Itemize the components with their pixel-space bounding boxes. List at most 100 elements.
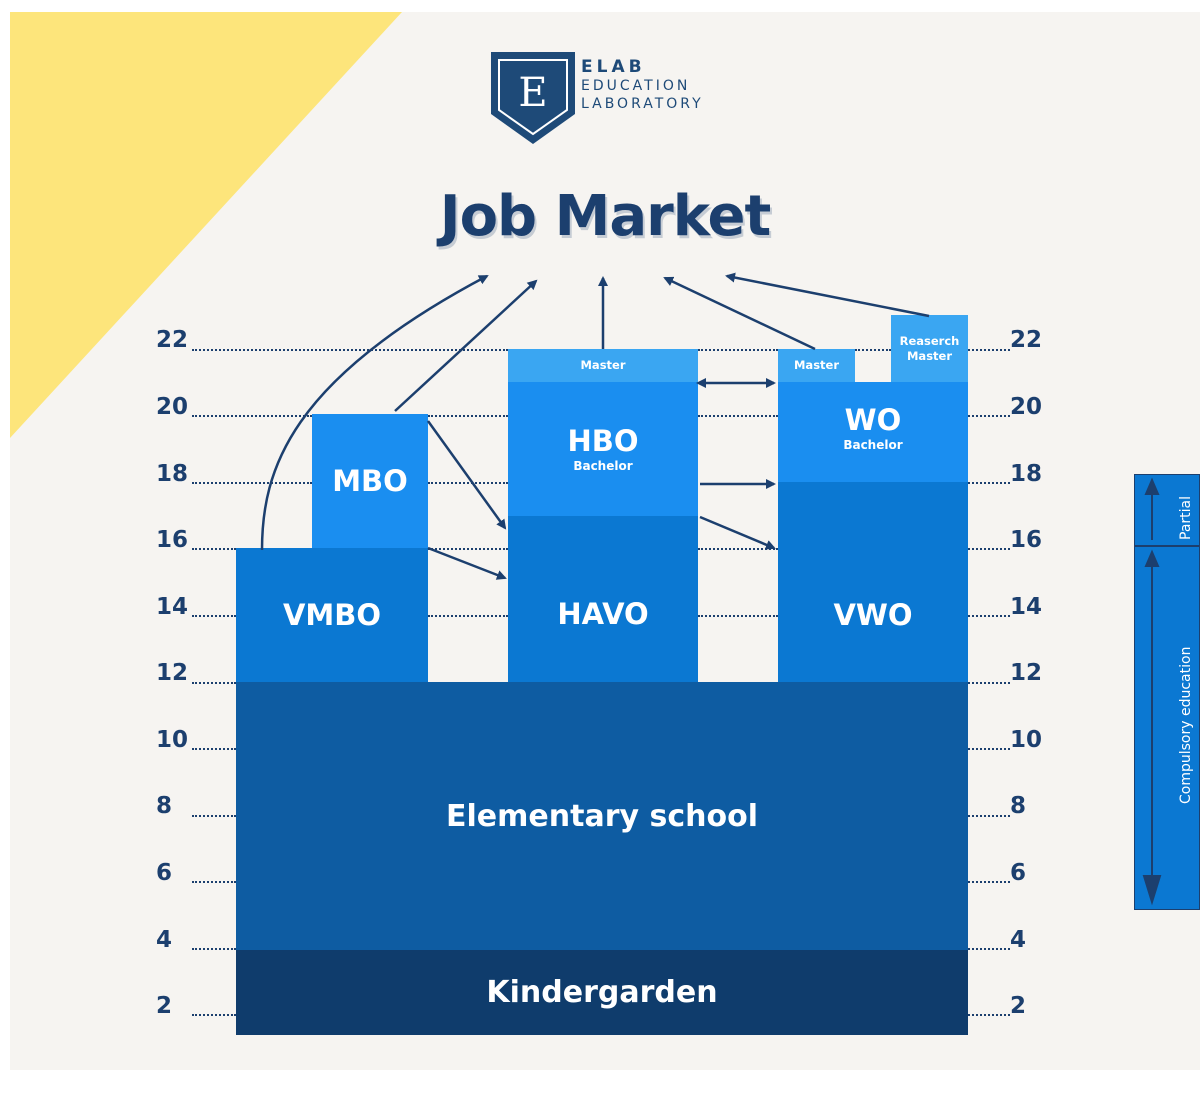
yellow-corner-decoration	[10, 12, 402, 438]
age-guide-line	[968, 482, 1010, 484]
hbo-label: HBO	[567, 424, 639, 458]
age-guide-line	[428, 415, 508, 417]
age-guide-line	[698, 415, 778, 417]
wo-block: WO Bachelor	[778, 382, 968, 482]
age-guide-line	[192, 482, 312, 484]
age-guide-line	[192, 1014, 236, 1016]
age-tick-right: 14	[1010, 594, 1043, 620]
age-tick-left: 18	[156, 461, 189, 487]
havo-block: HAVO	[508, 516, 698, 682]
logo-emblem-letter: E	[518, 70, 547, 116]
wo-master-block: Master	[778, 349, 855, 382]
vmbo-block: VMBO	[236, 548, 428, 682]
compulsory-education-sidebar: Partial Compulsory education	[1133, 473, 1200, 911]
arrow-mbo-to-havo	[426, 420, 507, 530]
age-guide-line	[192, 748, 236, 750]
mbo-label: MBO	[332, 464, 408, 498]
arrow-vmbo-to-havo	[427, 546, 507, 580]
age-tick-right: 20	[1010, 394, 1043, 420]
age-guide-line	[698, 548, 778, 550]
compulsory-education-bracket: Partial Compulsory education	[1133, 473, 1200, 911]
age-guide-line	[698, 615, 778, 617]
arrow-vmbo-to-job-market	[260, 274, 489, 551]
age-guide-line	[968, 548, 1010, 550]
compulsory-education-label: Compulsory education	[1178, 647, 1194, 804]
wo-master-label: Master	[793, 358, 840, 372]
age-guide-line	[968, 748, 1010, 750]
mbo-block: MBO	[312, 414, 428, 548]
age-guide-line	[192, 815, 236, 817]
age-tick-left: 6	[156, 860, 173, 886]
logo-wordmark: ELAB EDUCATION LABORATORY	[581, 58, 704, 113]
age-tick-right: 18	[1010, 461, 1043, 487]
logo-brand: ELAB	[581, 57, 646, 77]
research-master-label-1: Reaserch	[899, 333, 960, 348]
age-tick-left: 2	[156, 993, 173, 1019]
vwo-label: VWO	[833, 598, 913, 632]
vwo-block: VWO	[778, 482, 968, 682]
age-guide-line	[698, 349, 778, 351]
age-guide-line	[968, 881, 1010, 883]
age-tick-right: 4	[1010, 927, 1027, 953]
age-tick-left: 14	[156, 594, 189, 620]
age-guide-line	[428, 615, 508, 617]
age-tick-left: 8	[156, 793, 173, 819]
age-tick-right: 2	[1010, 993, 1027, 1019]
age-tick-left: 10	[156, 727, 189, 753]
age-guide-line	[968, 948, 1010, 950]
shield-icon: E	[491, 52, 575, 144]
age-guide-line	[192, 682, 236, 684]
arrow-research-master-to-job-market	[725, 272, 930, 318]
logo-line-1: EDUCATION	[581, 78, 691, 94]
partial-label: Partial	[1178, 496, 1194, 540]
wo-sublabel: Bachelor	[843, 438, 903, 452]
age-guide-line	[968, 349, 1010, 351]
hbo-master-block: Master	[508, 349, 698, 382]
age-guide-line	[968, 682, 1010, 684]
hbo-sublabel: Bachelor	[573, 459, 633, 473]
age-guide-line	[192, 881, 236, 883]
arrow-havo-to-vwo	[699, 515, 776, 550]
age-tick-right: 8	[1010, 793, 1027, 819]
age-tick-right: 16	[1010, 527, 1043, 553]
age-guide-line	[968, 615, 1010, 617]
age-guide-line	[968, 815, 1010, 817]
page-title: Job Market	[439, 184, 772, 249]
age-guide-line	[855, 349, 891, 351]
age-guide-line	[192, 548, 236, 550]
research-master-label-2: Master	[906, 348, 953, 363]
age-tick-left: 4	[156, 927, 173, 953]
age-tick-left: 16	[156, 527, 189, 553]
age-guide-line	[968, 415, 1010, 417]
arrow-wo-master-to-job-market	[663, 276, 816, 351]
elementary-school-block: Elementary school	[236, 682, 968, 950]
age-tick-left: 12	[156, 660, 189, 686]
hbo-master-label: Master	[580, 358, 626, 372]
vmbo-label: VMBO	[282, 598, 382, 632]
arrow-mbo-to-job-market	[394, 279, 538, 412]
age-guide-line	[428, 482, 508, 484]
age-guide-line	[192, 415, 312, 417]
kindergarden-label: Kindergarden	[486, 975, 718, 1010]
age-tick-right: 10	[1010, 727, 1043, 753]
age-tick-right: 6	[1010, 860, 1027, 886]
age-tick-left: 20	[156, 394, 189, 420]
age-tick-right: 22	[1010, 327, 1043, 353]
logo-line-2: LABORATORY	[581, 96, 704, 112]
elementary-school-label: Elementary school	[446, 798, 758, 834]
research-master-block: Reaserch Master	[891, 315, 968, 382]
hbo-block: HBO Bachelor	[508, 382, 698, 516]
age-tick-right: 12	[1010, 660, 1043, 686]
havo-label: HAVO	[557, 597, 649, 631]
elab-logo: E ELAB EDUCATION LABORATORY	[487, 50, 747, 150]
age-guide-line	[192, 948, 236, 950]
wo-label: WO	[844, 403, 902, 437]
age-guide-line	[192, 349, 508, 351]
age-tick-left: 22	[156, 327, 189, 353]
age-guide-line	[968, 1014, 1010, 1016]
age-guide-line	[192, 615, 236, 617]
age-guide-line	[428, 548, 508, 550]
kindergarden-block: Kindergarden	[236, 950, 968, 1035]
